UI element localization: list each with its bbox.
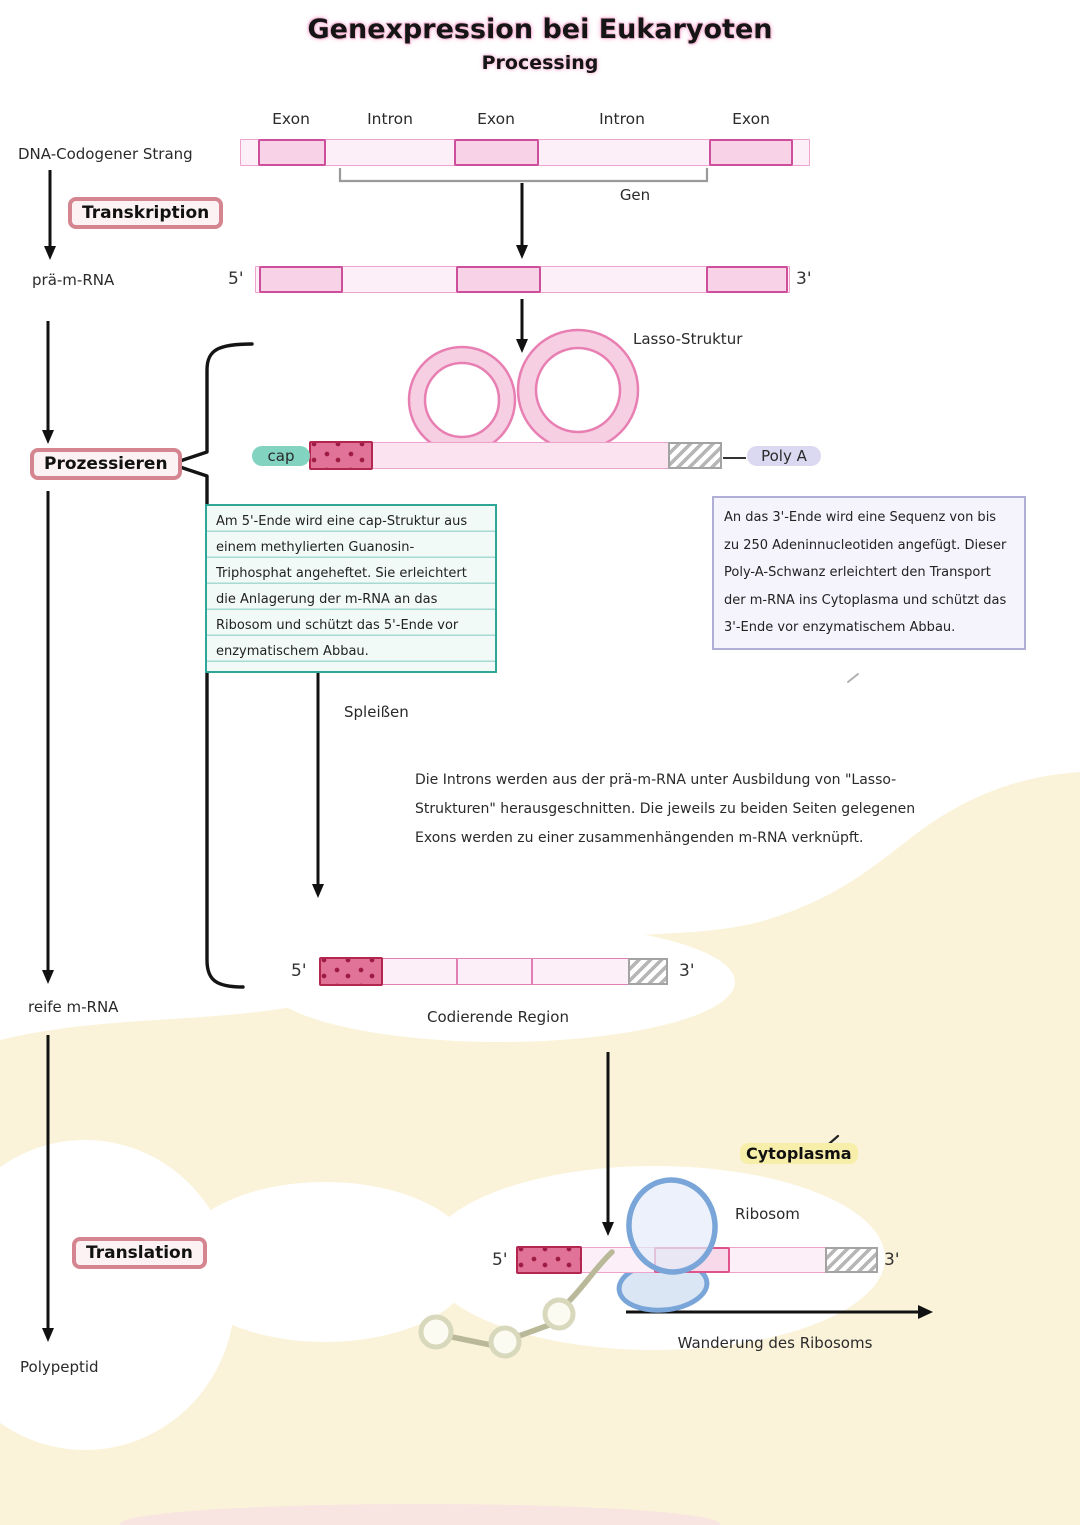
spleissen-label: Spleißen <box>344 703 409 721</box>
pink-smudge <box>120 1504 720 1525</box>
exon-box <box>706 266 788 293</box>
lasso-mrna-bar <box>309 441 722 470</box>
exon-box <box>258 139 326 166</box>
amino-acid <box>488 1325 522 1359</box>
segment-label-exon-2: Exon <box>477 110 515 128</box>
lasso-loop-small <box>407 345 517 455</box>
ribosom-label: Ribosom <box>735 1205 800 1223</box>
pre-mrna-label: prä-m-RNA <box>32 271 115 289</box>
codon-window-box <box>654 1247 730 1273</box>
exon-box <box>456 266 541 293</box>
translation-five-prime: 5' <box>492 1250 508 1270</box>
codierende-region-label: Codierende Region <box>426 1008 569 1026</box>
reife-mrna-label: reife m-RNA <box>28 998 119 1016</box>
joined-exon-segment <box>456 959 533 984</box>
cap-structure-box <box>516 1246 582 1274</box>
splice-note: Die Introns werden aus der prä-m-RNA unt… <box>415 772 916 846</box>
translation-step-box: Translation <box>72 1237 207 1269</box>
poly-a-label: Poly A <box>747 446 821 466</box>
translation-three-prime: 3' <box>884 1250 900 1270</box>
gen-label: Gen <box>619 186 651 204</box>
gen-bracket <box>338 168 709 183</box>
exon-box <box>259 266 343 293</box>
poly-a-tail-box <box>668 442 722 469</box>
translation-mrna-bar <box>516 1246 878 1274</box>
amino-acid <box>542 1297 576 1331</box>
lasso-struktur-label: Lasso-Struktur <box>633 330 743 348</box>
pre-mrna-five-prime: 5' <box>228 269 244 289</box>
cytoplasma-label: Cytoplasma <box>740 1143 858 1164</box>
dna-strand-label: DNA-Codogener Strang <box>18 145 193 163</box>
mature-three-prime: 3' <box>679 961 695 981</box>
page-subtitle: Processing <box>481 52 599 74</box>
cream-blob <box>0 772 1080 1525</box>
poly-a-tail-box <box>628 958 668 985</box>
segment-label-intron-1: Intron <box>367 110 413 128</box>
joined-exon-segment <box>383 959 458 984</box>
lasso-loop-large <box>516 328 640 452</box>
segment-label-exon-3: Exon <box>732 110 770 128</box>
page-title: Genexpression bei Eukaryoten <box>307 14 773 45</box>
cap-note: Am 5'-Ende wird eine cap-Struktur aus ei… <box>205 504 497 673</box>
segment-label-intron-2: Intron <box>599 110 645 128</box>
poly-a-note: An das 3'-Ende wird eine Sequenz von bis… <box>712 496 1026 650</box>
segment-label-exon-1: Exon <box>272 110 310 128</box>
amino-acid <box>418 1314 454 1350</box>
poly-a-tail-box <box>825 1247 878 1273</box>
stray-tick <box>847 673 859 683</box>
transkription-step-box: Transkription <box>68 197 224 229</box>
cap-structure-box <box>309 441 373 470</box>
pre-mrna-bar <box>255 266 790 293</box>
mature-five-prime: 5' <box>291 961 307 981</box>
wanderung-label: Wanderung des Ribosoms <box>677 1334 873 1352</box>
prozessieren-step-box: Prozessieren <box>30 448 182 480</box>
white-cloud-translation <box>175 1182 475 1342</box>
exon-box <box>709 139 793 166</box>
pre-mrna-three-prime: 3' <box>796 269 812 289</box>
white-cloud-left <box>0 1140 235 1450</box>
exon-box <box>454 139 539 166</box>
dna-strand-bar <box>240 139 810 166</box>
cap-label: cap <box>252 446 310 466</box>
polypeptid-label: Polypeptid <box>20 1358 99 1376</box>
mature-mrna-bar <box>319 957 668 986</box>
cap-structure-box <box>319 957 383 986</box>
